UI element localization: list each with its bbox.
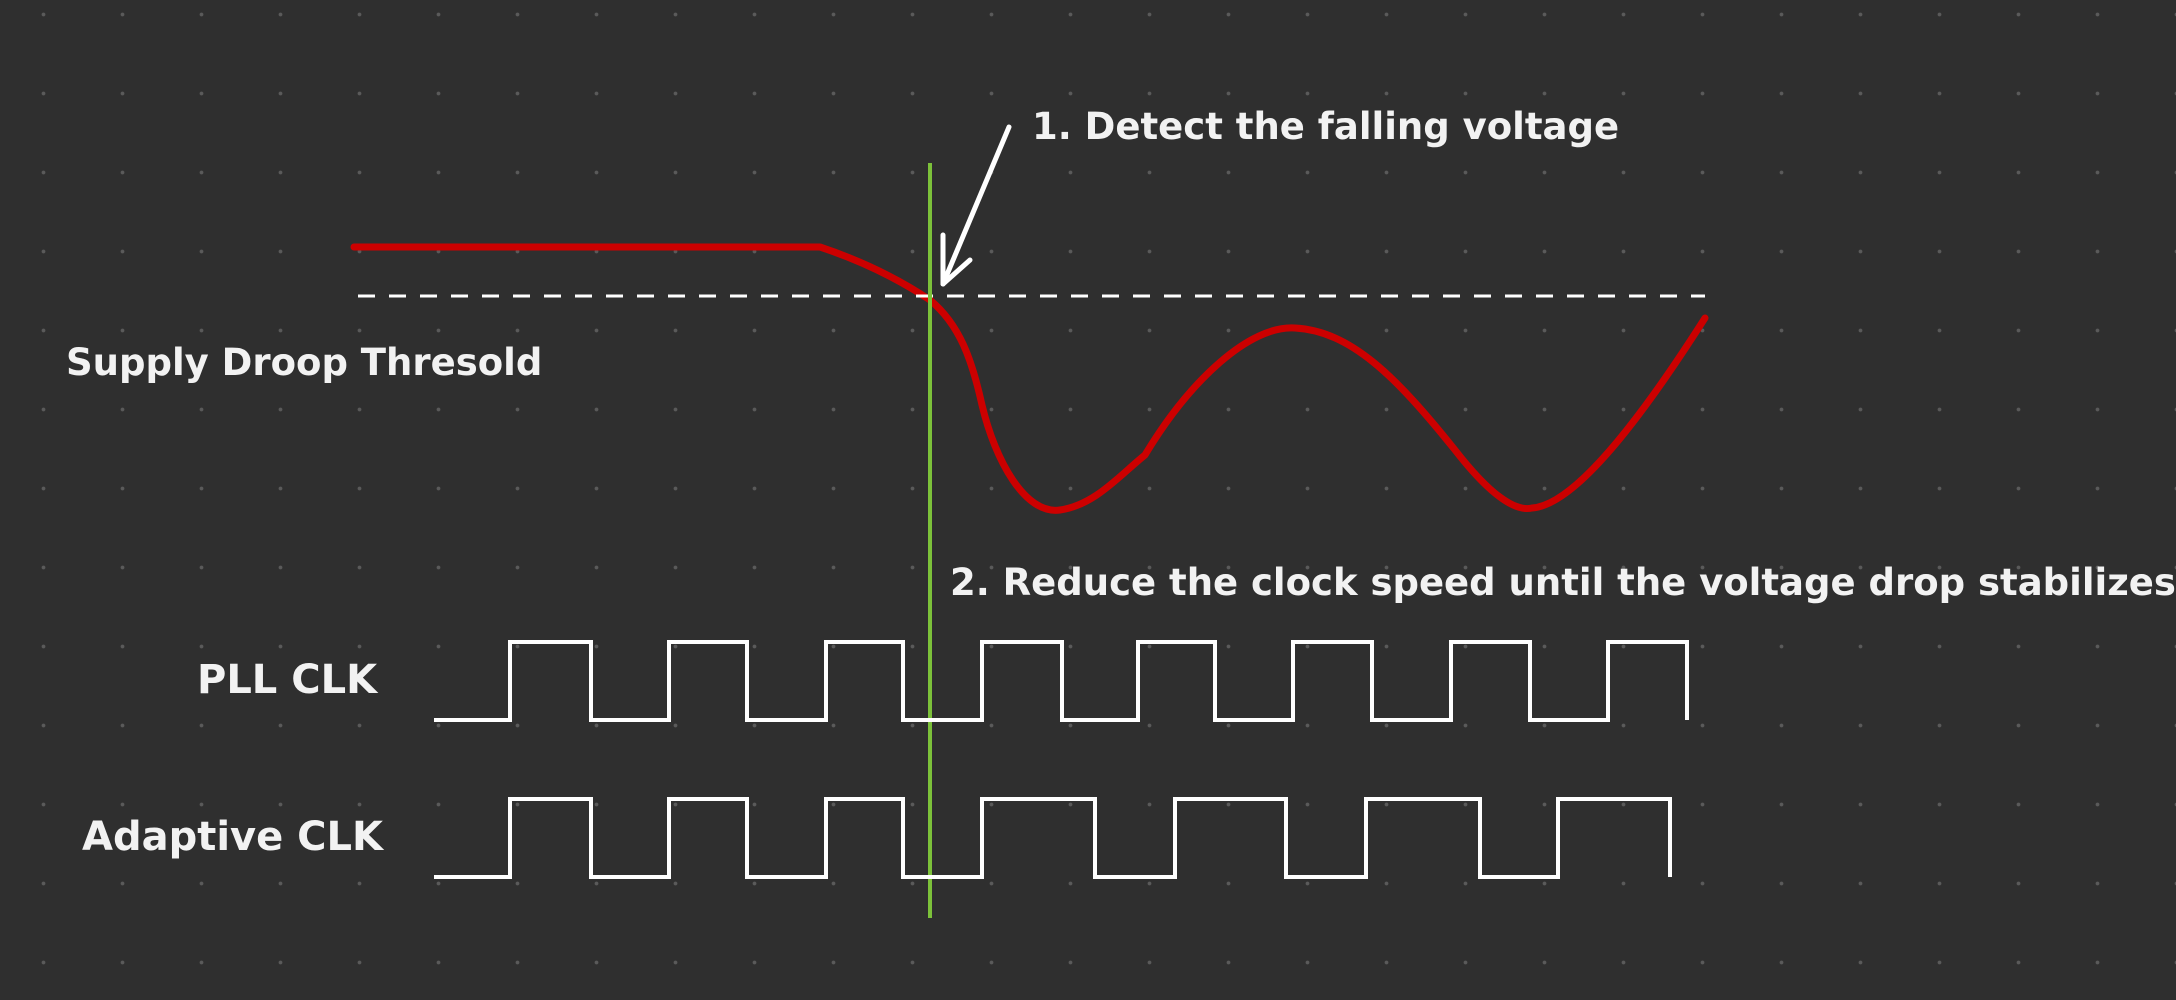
detection-arrow-icon	[940, 124, 1012, 287]
step1-annotation: 1. Detect the falling voltage	[1032, 105, 1620, 148]
threshold-label: Supply Droop Thresold	[66, 341, 543, 384]
timing-diagram	[350, 124, 1709, 918]
adaptive-clk-label: Adaptive CLK	[82, 814, 384, 860]
pll-clk-label: PLL CLK	[197, 657, 378, 703]
supply-voltage-curve	[350, 243, 1709, 514]
pll-clk-waveform	[434, 640, 1689, 722]
step2-annotation: 2. Reduce the clock speed until the volt…	[950, 561, 2176, 604]
adaptive-clk-waveform	[434, 797, 1672, 879]
